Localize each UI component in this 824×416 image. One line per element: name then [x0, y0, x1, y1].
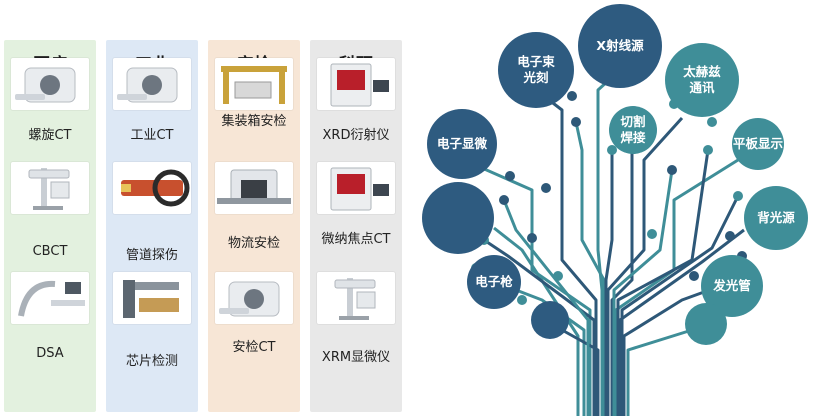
- panel-0: 医疗螺旋CTCBCTDSA: [4, 40, 96, 412]
- node-label-x-ray-source: X射线源: [596, 38, 644, 53]
- node-blank-bottom-node: [531, 301, 569, 339]
- node-flat-panel-display: [732, 118, 784, 170]
- item-label: 管道探伤: [125, 248, 178, 263]
- terminal-dot: [527, 233, 537, 243]
- node-label-flat-panel-display: 平板显示: [732, 136, 784, 151]
- terminal-dot: [571, 117, 581, 127]
- item-label: 集装箱安检: [221, 114, 287, 129]
- terminal-dot: [707, 117, 717, 127]
- terminal-dot: [703, 145, 713, 155]
- technology-tree: [422, 4, 808, 416]
- node-electron-microscope: [427, 109, 497, 179]
- terminal-dot: [553, 271, 563, 281]
- tree-wire: [620, 195, 740, 416]
- tree-wire: [610, 150, 634, 416]
- item-label: 芯片检测: [125, 354, 178, 369]
- node-blank-large-node: [422, 182, 494, 254]
- node-backlight-source: [744, 186, 808, 250]
- item-label: 安检CT: [232, 340, 276, 355]
- node-terahertz-communication: [665, 43, 739, 117]
- node-x-ray-source: [578, 4, 662, 88]
- item-label: XRD衍射仪: [322, 128, 390, 143]
- tree-wire: [483, 238, 596, 416]
- tree-wire: [612, 169, 674, 416]
- terminal-dot: [689, 271, 699, 281]
- logistics-scanner-icon: [215, 162, 293, 214]
- xrm-microscope-icon: [317, 272, 395, 324]
- panel-1: 工业工业CT管道探伤芯片检测: [106, 40, 198, 412]
- node-label-electron-gun: 电子枪: [475, 274, 513, 289]
- panel-2: 安检集装箱安检物流安检安检CT: [208, 40, 300, 412]
- tree-wire: [493, 226, 580, 416]
- item-label: DSA: [36, 346, 64, 361]
- tree-wire: [502, 199, 590, 416]
- micro-focus-ct-icon: [317, 162, 395, 214]
- node-label-backlight-source: 背光源: [757, 210, 795, 225]
- terminal-dot: [567, 91, 577, 101]
- node-electron-beam-lithography: [498, 32, 574, 108]
- node-blank-right-node: [685, 303, 727, 345]
- container-scanner-icon: [215, 58, 293, 110]
- chip-inspection-icon: [113, 272, 191, 324]
- terminal-dot: [541, 183, 551, 193]
- terminal-dot: [499, 195, 509, 205]
- node-light-emitting-tube: [701, 255, 763, 317]
- terminal-dot: [505, 171, 515, 181]
- node-label-terahertz-communication: 太赫兹通讯: [683, 64, 721, 95]
- terminal-dot: [725, 231, 735, 241]
- terminal-dot: [517, 295, 527, 305]
- terminal-dot: [733, 191, 743, 201]
- item-label: 物流安检: [227, 236, 280, 251]
- tree-wire: [626, 328, 693, 416]
- terminal-dot: [667, 165, 677, 175]
- terminal-dot: [607, 145, 617, 155]
- dsa-system-icon: [11, 272, 89, 324]
- item-label: 螺旋CT: [28, 128, 72, 143]
- tree-wire: [561, 328, 600, 416]
- tree-wire: [622, 290, 705, 416]
- node-label-electron-beam-lithography: 电子束光刻: [517, 54, 555, 85]
- node-label-cutting-welding: 切割焊接: [620, 114, 646, 145]
- node-cutting-welding: [609, 106, 657, 154]
- tree-wire: [606, 116, 684, 416]
- item-label: XRM显微仪: [321, 350, 391, 365]
- tree-wire: [604, 150, 614, 416]
- terminal-dot: [647, 229, 657, 239]
- pipeline-inspection-icon: [113, 162, 191, 214]
- industrial-ct-icon: [113, 58, 191, 110]
- item-label: 工业CT: [130, 128, 174, 143]
- node-label-light-emitting-tube: 发光管: [713, 278, 751, 293]
- node-electron-gun: [467, 255, 521, 309]
- xrd-diffractometer-icon: [317, 58, 395, 110]
- item-label: 微纳焦点CT: [321, 232, 391, 247]
- tree-wire: [616, 149, 710, 416]
- panel-3: 科研XRD衍射仪微纳焦点CTXRM显微仪: [310, 40, 402, 412]
- security-ct-icon: [215, 272, 293, 324]
- node-label-electron-microscope: 电子显微: [436, 136, 488, 151]
- tree-wire: [618, 228, 745, 416]
- tree-wire: [574, 121, 606, 416]
- cbct-scanner-icon: [11, 162, 89, 214]
- item-label: CBCT: [32, 244, 68, 259]
- spiral-ct-icon: [11, 58, 89, 110]
